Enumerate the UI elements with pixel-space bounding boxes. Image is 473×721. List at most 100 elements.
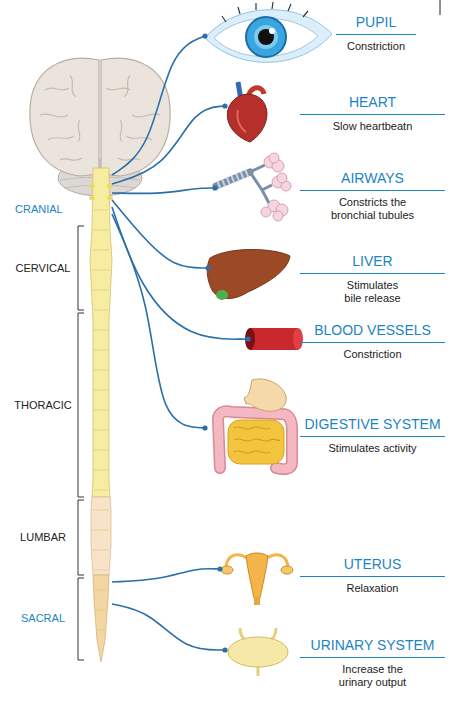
- effect-text: Slow heartbeatn: [300, 120, 445, 133]
- urinary-bladder: [228, 628, 288, 676]
- organ-name: AIRWAYS: [300, 170, 445, 191]
- colon-outline: [218, 411, 292, 469]
- effect-text: Stimulates bile release: [340, 279, 406, 305]
- nerve-dot: [217, 566, 222, 571]
- alveolus: [277, 173, 287, 183]
- uterus: [221, 553, 293, 605]
- spine-region: THORACIC: [12, 312, 112, 498]
- effect-text: Constricts the bronchial tubules: [317, 196, 429, 222]
- trachea-rings: [218, 173, 248, 185]
- organ-label: HEART Slow heartbeatn: [225, 94, 445, 133]
- region-label: CRANIAL: [12, 203, 77, 216]
- nerve-line: [112, 569, 220, 582]
- spine-region: LUMBAR: [12, 499, 112, 576]
- cord-lumbar: [91, 497, 111, 575]
- alveolus: [273, 211, 283, 221]
- cervix: [254, 597, 260, 605]
- ovary: [281, 566, 293, 574]
- vessel-opening: [245, 328, 255, 350]
- intestine-loops: [234, 427, 280, 453]
- cord-sacral: [93, 575, 109, 662]
- nerve-dot: [202, 425, 207, 430]
- label-column: URINARY SYSTEMIncrease the urinary outpu…: [300, 637, 445, 689]
- region-label: LUMBAR: [12, 531, 74, 544]
- region-brackets: [78, 226, 84, 660]
- cord-upper: [90, 168, 112, 497]
- digestive-system: [218, 379, 292, 469]
- effect-text: Relaxation: [300, 582, 445, 595]
- organ-name: HEART: [300, 94, 445, 115]
- small-intestine: [228, 420, 284, 464]
- nerve-line: [112, 106, 225, 184]
- stomach: [244, 379, 286, 411]
- vessel-tube: [250, 328, 298, 350]
- ovary: [221, 566, 233, 574]
- label-column: AIRWAYS Constricts the bronchial tubules: [300, 170, 445, 222]
- region-label: CERVICAL: [12, 262, 74, 275]
- organ-label: DIGESTIVE SYSTEMStimulates activity: [205, 416, 445, 455]
- organ-label: UTERUS Relaxation: [220, 556, 445, 595]
- nerve-dot: [202, 33, 207, 38]
- cranial-nerve: [107, 196, 113, 200]
- connectors: [112, 36, 248, 650]
- label-column: BLOOD VESSELS Constriction: [300, 322, 445, 361]
- nerve-dot: [222, 103, 227, 108]
- region-label: SACRAL: [12, 612, 74, 625]
- organ-label: BLOOD VESSELS Constriction: [248, 322, 445, 361]
- organ-name: BLOOD VESSELS: [300, 322, 445, 343]
- eye-highlight: [269, 28, 275, 34]
- region-label: THORACIC: [12, 399, 74, 412]
- eyelashes: [222, 2, 308, 22]
- nerve-dot: [205, 265, 210, 270]
- airways: [216, 153, 291, 221]
- spine-region: SACRAL: [12, 577, 112, 660]
- nerve-line: [112, 200, 208, 268]
- organ-name: LIVER: [300, 253, 445, 274]
- iris: [246, 17, 286, 57]
- nerve-dot: [212, 185, 217, 190]
- label-column: PUPILConstriction: [336, 14, 416, 53]
- organ-label: AIRWAYS Constricts the bronchial tubules: [215, 170, 445, 222]
- cranial-nerve: [89, 196, 95, 200]
- cranial-nerve: [107, 184, 113, 188]
- spine-region: CRANIAL: [12, 168, 112, 216]
- organ-label: PUPILConstriction: [205, 14, 416, 53]
- label-column: LIVER Stimulates bile release: [300, 253, 445, 305]
- spinal-cord: [89, 168, 113, 662]
- nerve-dot: [245, 336, 250, 341]
- organ-name: PUPIL: [336, 14, 416, 35]
- trachea: [216, 172, 250, 186]
- iris-inner: [254, 25, 278, 49]
- alveolus: [261, 207, 271, 217]
- heart-body: [227, 94, 267, 142]
- label-column: HEART Slow heartbeatn: [300, 94, 445, 133]
- blood-vessel: [245, 328, 303, 350]
- pupil: [258, 29, 274, 45]
- bronchi: [250, 165, 272, 205]
- nerve-ends: [202, 33, 250, 652]
- organ-label: URINARY SYSTEMIncrease the urinary outpu…: [225, 637, 445, 689]
- alveolus: [269, 153, 279, 163]
- label-column: UTERUS Relaxation: [300, 556, 445, 595]
- organ-label: LIVER Stimulates bile release: [208, 253, 445, 305]
- gallbladder: [216, 290, 228, 300]
- cord-segments: [92, 210, 110, 630]
- nerve-dot: [222, 647, 227, 652]
- heart: [227, 82, 267, 142]
- nerve-line: [112, 604, 225, 650]
- eyelid: [205, 10, 332, 63]
- eye: [205, 2, 332, 62]
- organ-name: DIGESTIVE SYSTEM: [300, 416, 445, 437]
- spine-region: CERVICAL: [12, 226, 112, 310]
- cranial-nerve: [89, 184, 95, 188]
- nerve-line: [112, 188, 215, 193]
- effect-text: Constriction: [300, 348, 445, 361]
- vessel-end: [293, 328, 303, 350]
- alveoli: [261, 153, 291, 221]
- nerve-line: [112, 214, 205, 428]
- organ-name: UTERUS: [300, 556, 445, 577]
- bladder: [228, 637, 288, 667]
